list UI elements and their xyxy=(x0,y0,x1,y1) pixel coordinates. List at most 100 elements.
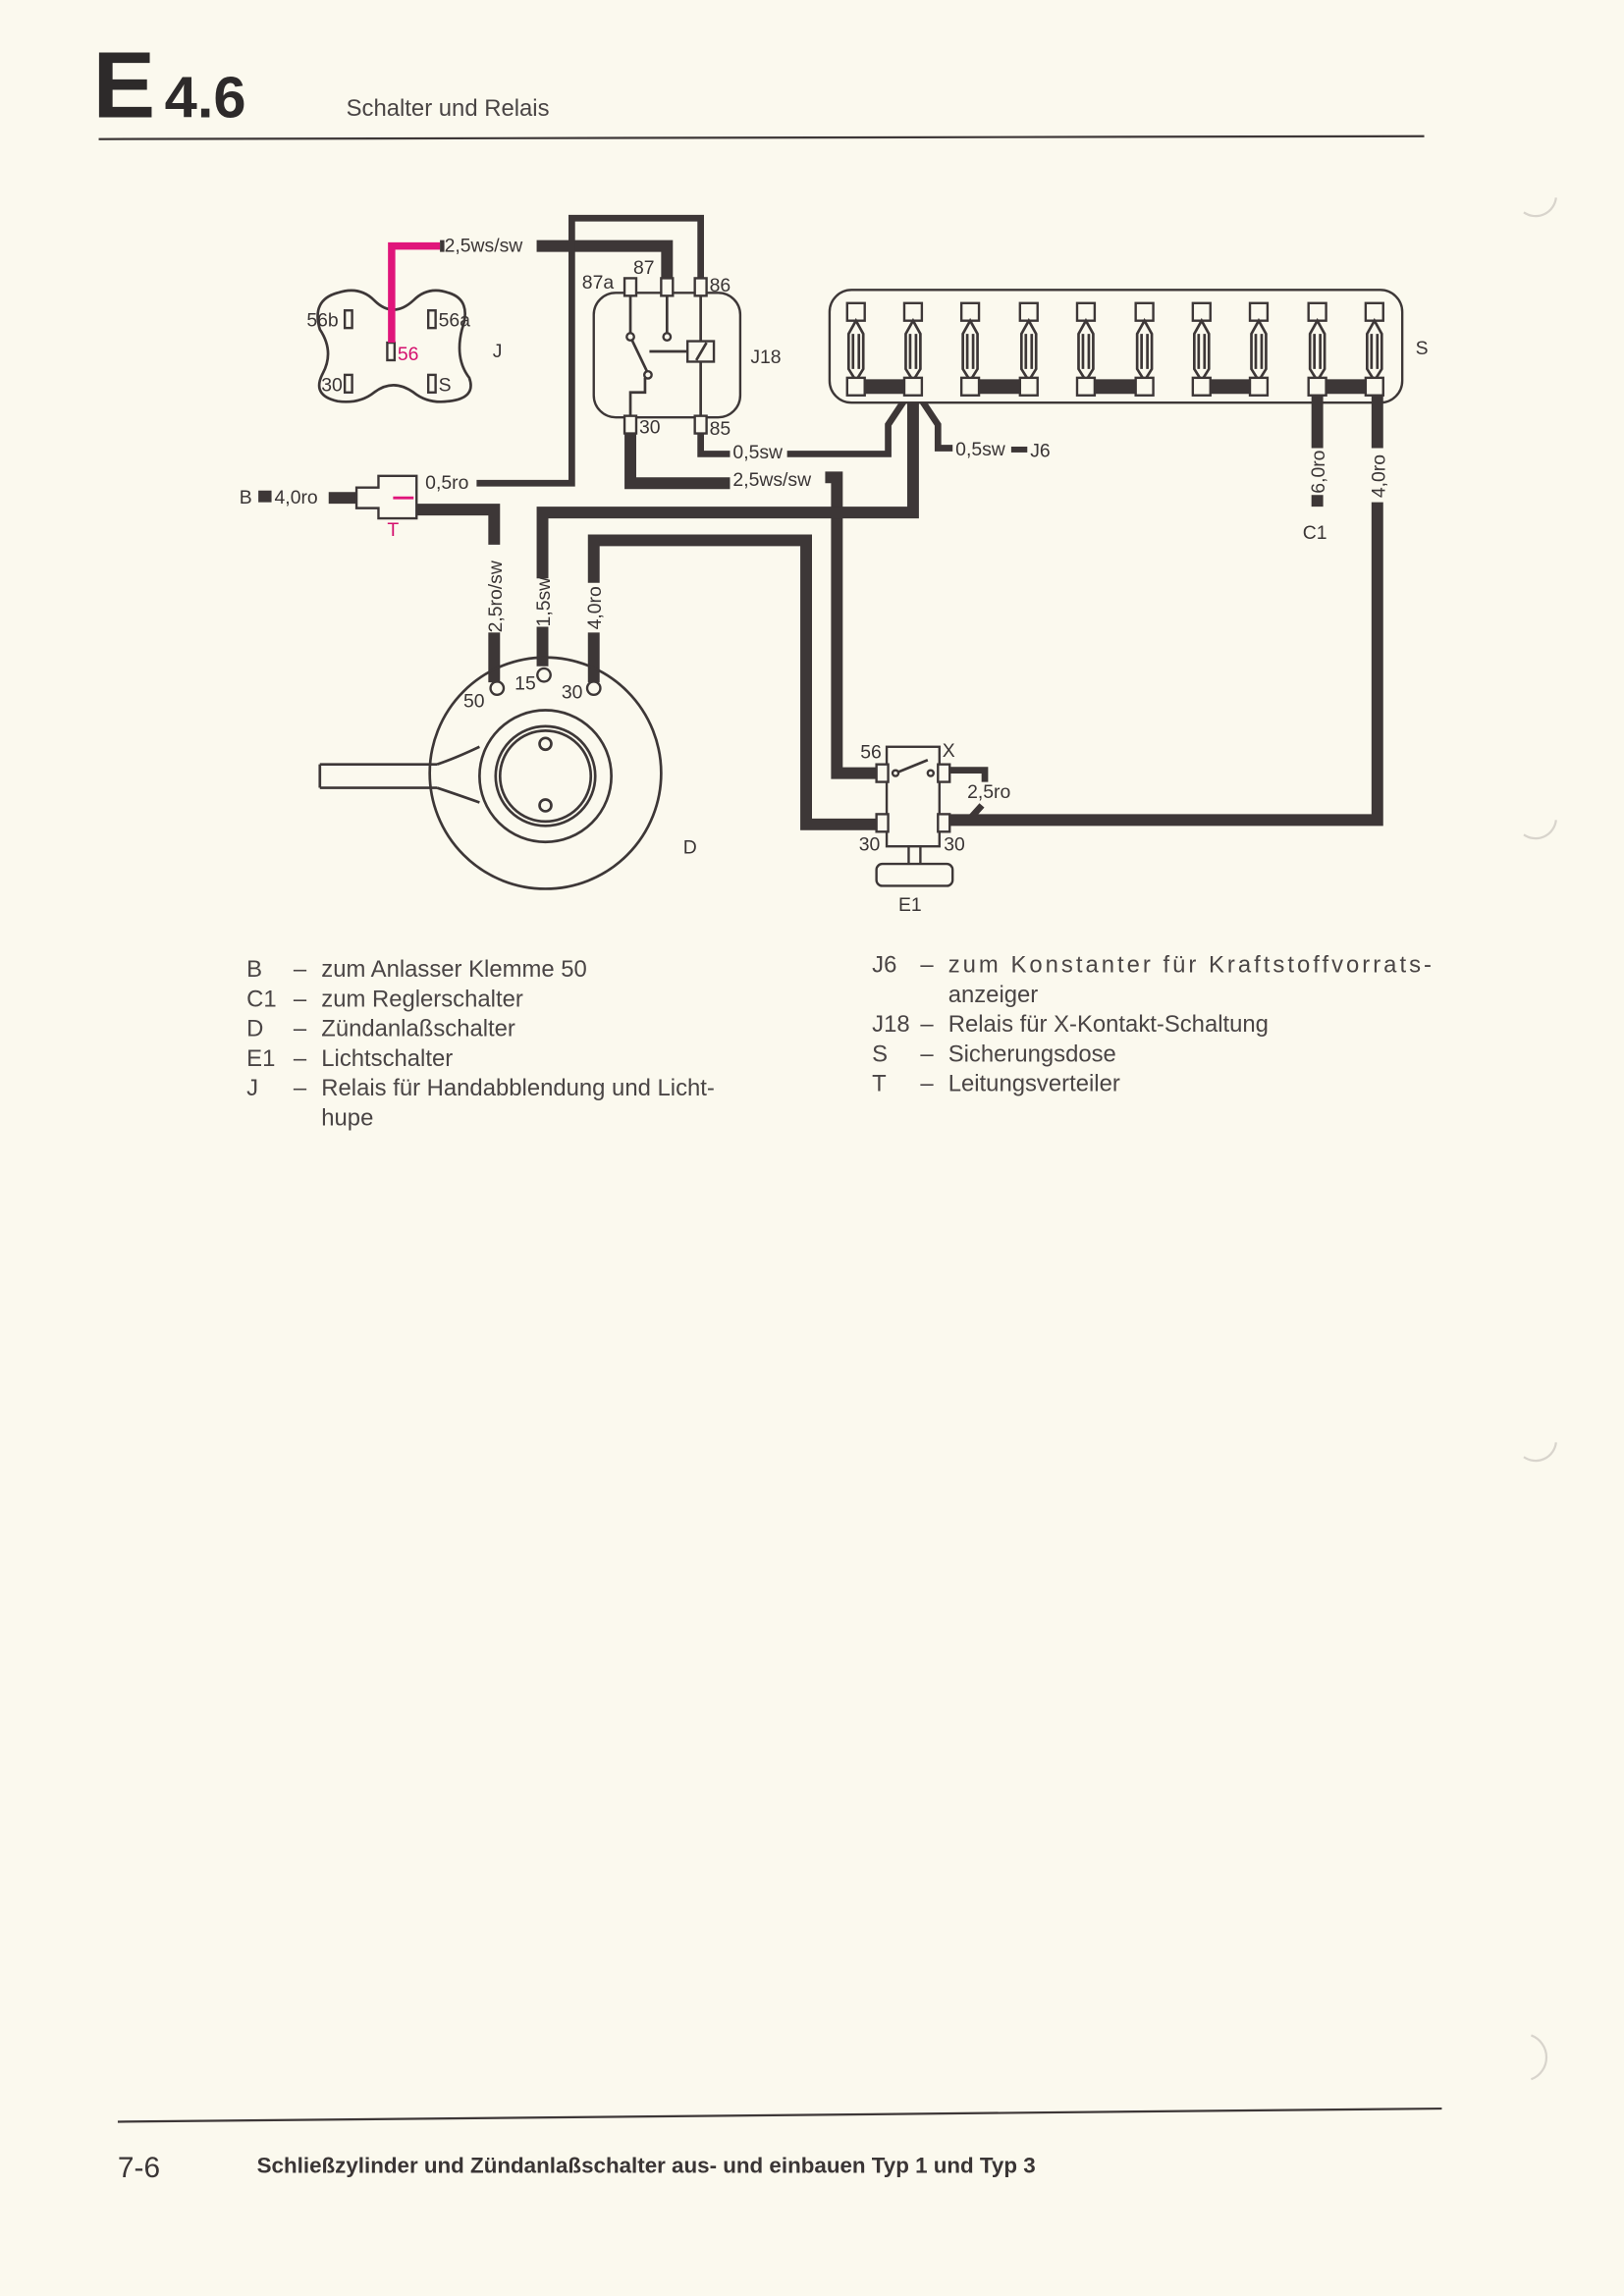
legend-dash: – xyxy=(294,1075,307,1101)
ignition-pin-15: 15 xyxy=(514,673,536,695)
e1-pin-x: X xyxy=(943,740,955,762)
legend-dash: – xyxy=(920,1011,934,1038)
footer-title: Schließzylinder und Zündanlaßschalter au… xyxy=(257,2154,1036,2178)
relay-j-pin-56: 56 xyxy=(398,344,419,365)
e1-label: E1 xyxy=(898,894,922,916)
binder-holes xyxy=(1523,197,1557,2081)
legend-text: Leitungsverteiler xyxy=(948,1071,1120,1097)
legend-item: E1–Lichtschalter xyxy=(246,1045,453,1072)
legend-text: Relais für X-Kontakt-Schaltung xyxy=(948,1011,1269,1038)
relay-j: 56b 56a 56 30 S J xyxy=(306,289,503,403)
legend-code: J6 xyxy=(872,951,896,978)
fuse-bridge xyxy=(1210,379,1251,395)
wire-j18-85-to-fuse xyxy=(697,396,909,457)
wire-fuse10-to-e1-30 xyxy=(949,395,1383,827)
relay-j18-pin-87a: 87a xyxy=(582,272,615,294)
legend-code: T xyxy=(872,1071,887,1097)
legend-item: J18–Relais für X-Kontakt-Schaltung xyxy=(872,1011,1269,1038)
section-letter: E xyxy=(93,33,156,137)
legend-text: zum Konstanter für Kraftstoffvorrats- xyxy=(948,951,1432,978)
legend-text: Lichtschalter xyxy=(321,1045,453,1072)
legend-text: zum Reglerschalter xyxy=(321,986,523,1012)
relay-j-pin-30: 30 xyxy=(321,374,343,396)
relay-j-outline xyxy=(316,289,472,403)
relay-j18-pin-85: 85 xyxy=(710,418,731,440)
page-number: 7-6 xyxy=(118,2152,160,2184)
relay-j18-pin-86: 86 xyxy=(710,275,731,296)
fuse xyxy=(1075,301,1097,397)
page-header: E 4.6 Schalter und Relais xyxy=(93,33,1425,140)
wire-j18-30-to-e1-56 xyxy=(624,433,877,779)
legend-text: anzeiger xyxy=(948,982,1039,1008)
fuse-bridge xyxy=(1094,379,1136,395)
legend-item: J6–zum Konstanter für Kraftstoffvorrats-… xyxy=(872,951,1432,1007)
ignition-pin-50: 50 xyxy=(463,690,485,712)
legend-dash: – xyxy=(294,1016,307,1042)
e1-pin-56: 56 xyxy=(860,742,882,764)
legend-dash: – xyxy=(294,986,307,1012)
e1-pin-30-left: 30 xyxy=(859,834,881,856)
wire-t-to-d50 xyxy=(416,504,501,683)
legend-dash: – xyxy=(294,956,307,983)
legend-text: Relais für Handabblendung und Licht- xyxy=(321,1075,715,1101)
legend-item: T –Leitungsverteiler xyxy=(872,1071,1120,1097)
legend-code: C1 xyxy=(246,986,277,1012)
relay-j-label: J xyxy=(493,341,503,362)
fuse-box-label: S xyxy=(1416,338,1429,359)
footer-rule xyxy=(117,2107,1442,2123)
legend-code: E1 xyxy=(246,1045,275,1072)
wire-label-j6: 0,5sw xyxy=(955,439,1006,460)
relay-j-pin-56a: 56a xyxy=(439,310,471,332)
header-rule xyxy=(98,134,1425,140)
relay-j-pin-56b: 56b xyxy=(306,310,338,332)
fuse-bridge xyxy=(864,379,904,395)
legend-item: B –zum Anlasser Klemme 50 xyxy=(246,956,587,983)
wire-label-s-e1: 4,0ro xyxy=(1368,454,1389,498)
wire-j-to-j18-87 xyxy=(440,240,674,286)
relay-j18-label: J18 xyxy=(750,347,781,368)
legend-item: J–Relais für Handabblendung und Licht-hu… xyxy=(246,1075,715,1131)
relay-j18: 87a 87 86 30 85 J18 xyxy=(582,257,782,440)
wire-label-15: 1,5sw xyxy=(533,576,555,627)
distributor-t: B 4,0ro T xyxy=(240,474,418,541)
wiring-diagram: 56b 56a 56 30 S J 2,5ws/sw 87a 87 86 30 … xyxy=(240,214,1429,916)
wire-label-j18-85: 0,5sw xyxy=(732,442,784,463)
fuse-box-s: S xyxy=(828,289,1429,404)
legend-text: zum Anlasser Klemme 50 xyxy=(321,956,587,983)
legend-text: hupe xyxy=(321,1104,373,1131)
section-title: Schalter und Relais xyxy=(347,95,550,122)
wire-label-j18-30: 2,5ws/sw xyxy=(732,469,812,491)
ref-c1: C1 xyxy=(1303,522,1327,544)
legend-dash: – xyxy=(920,1071,934,1097)
wire-d30-to-e1-30 xyxy=(587,534,877,830)
wire-label-b: 4,0ro xyxy=(275,487,318,508)
e1-pin-30-right: 30 xyxy=(944,834,965,856)
wire-label-j-j18: 2,5ws/sw xyxy=(445,236,524,257)
fuse xyxy=(845,301,866,397)
fuse-bridge xyxy=(1326,379,1366,395)
page-footer: 7-6 Schließzylinder und Zündanlaßschalte… xyxy=(117,2107,1442,2184)
wire-label-50: 2,5ro/sw xyxy=(485,560,507,632)
legend-item: C1–zum Reglerschalter xyxy=(246,986,523,1012)
fuse xyxy=(1134,301,1155,397)
wire-fuse-to-j6 xyxy=(917,396,953,452)
wire-j-56 xyxy=(388,241,441,344)
fuse xyxy=(1307,301,1327,397)
ignition-pin-30: 30 xyxy=(562,682,583,704)
ref-j6: J6 xyxy=(1030,440,1050,461)
legend-dash: – xyxy=(920,951,934,978)
legend-dash: – xyxy=(920,1041,934,1067)
fuse xyxy=(959,301,981,397)
j6-connector xyxy=(1010,446,1028,453)
legend-text: Sicherungsdose xyxy=(948,1041,1116,1067)
legend-code: D xyxy=(246,1016,263,1042)
legend-code: B xyxy=(246,956,262,983)
fuse-bridge xyxy=(979,379,1020,395)
wire-label-x: 2,5ro xyxy=(967,781,1010,803)
legend-text: Zündanlaßschalter xyxy=(321,1016,515,1042)
distributor-label: T xyxy=(387,519,399,541)
relay-j-pin-s: S xyxy=(439,374,452,396)
ignition-label: D xyxy=(683,837,697,859)
